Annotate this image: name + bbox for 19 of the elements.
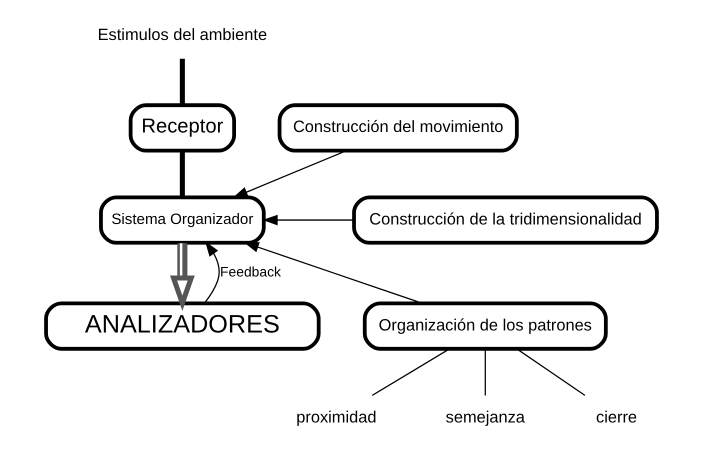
node-box: Sistema Organizador (99, 195, 266, 245)
arrow (232, 150, 347, 198)
node-text: proximidad (296, 408, 376, 427)
connector (372, 348, 450, 396)
node-text: Estimulos del ambiente (98, 26, 268, 44)
arrow (170, 243, 195, 311)
node-text: semejanza (446, 408, 525, 427)
edge-label: Feedback (220, 264, 281, 280)
connector (516, 348, 586, 396)
node-box: Construcción del movimiento (278, 103, 519, 153)
node-text: cierre (596, 408, 638, 427)
node-box: Receptor (128, 103, 236, 153)
node-box: Construcción de la tridimensionalidad (352, 195, 659, 245)
connector (180, 150, 185, 198)
node-box: Organización de los patrones (362, 301, 608, 351)
connector (180, 58, 185, 106)
connector (484, 349, 486, 396)
node-box: ANALIZADORES (44, 301, 321, 351)
arrow (262, 214, 354, 226)
